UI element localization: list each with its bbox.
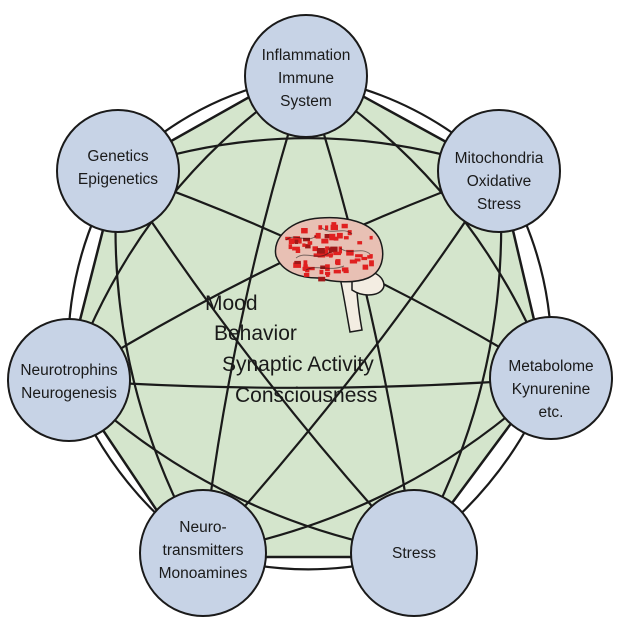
brain-spot: [317, 252, 326, 258]
node-neurotrophins: Neurotrophins Neurogenesis: [7, 318, 131, 442]
brain-spot: [325, 253, 334, 257]
brain-spot: [318, 276, 326, 282]
brain-spot: [336, 232, 343, 239]
brain-spot: [338, 246, 342, 254]
brain-spot: [369, 260, 374, 267]
brain-spot: [330, 246, 338, 253]
brain-icon: [274, 216, 385, 333]
brain-spot: [295, 249, 301, 253]
brain-spot: [354, 258, 361, 262]
brain-spot: [321, 238, 329, 244]
center-label-behavior: Behavior: [214, 322, 297, 345]
node-genetics-line-2: Epigenetics: [78, 171, 158, 188]
brain-spot: [341, 267, 349, 272]
node-mitochondria-line-1: Mitochondria: [455, 150, 544, 167]
node-mitochondria-line-2: Oxidative: [467, 173, 532, 190]
node-mitochondria-line-3: Stress: [477, 196, 521, 213]
node-inflammation-line-3: System: [280, 93, 332, 110]
brain-spot: [357, 241, 363, 245]
brain-spot: [325, 225, 329, 230]
center-label-mood: Mood: [205, 292, 258, 315]
brain-spot: [305, 244, 311, 249]
brain-spot: [324, 234, 331, 239]
node-neurotransmitters-line-1: Neuro-: [179, 519, 226, 536]
brain-spot: [328, 247, 332, 253]
brain-activity-spots: [285, 222, 374, 282]
center-label-synaptic-activity: Synaptic Activity: [222, 353, 374, 376]
node-inflammation-line-1: Inflammation: [262, 47, 351, 64]
brain-spot: [302, 243, 306, 247]
brain-spot: [331, 222, 337, 226]
node-genetics: Genetics Epigenetics: [56, 109, 180, 233]
brain-spot: [312, 246, 318, 252]
brain-spot: [329, 233, 336, 241]
brain-spot: [303, 237, 310, 242]
node-inflammation: Inflammation Immune System: [244, 14, 368, 138]
brain-spot: [320, 265, 327, 269]
brain-spot: [346, 249, 354, 256]
brain-spot: [349, 259, 358, 264]
brain-spot: [293, 236, 300, 243]
center-label-consciousness: Consciousness: [235, 384, 377, 407]
brain-spot: [333, 236, 339, 241]
brain-spot: [313, 253, 320, 257]
brain-spot: [298, 238, 302, 244]
node-neurotrophins-line-2: Neurogenesis: [21, 385, 117, 402]
brain-spot: [292, 239, 296, 244]
brain-spot: [301, 228, 308, 234]
brain-spot: [369, 235, 373, 240]
node-neurotrophins-line-1: Neurotrophins: [20, 362, 118, 379]
brain-spot: [362, 264, 369, 270]
node-inflammation-line-2: Immune: [278, 70, 334, 87]
brain-spot: [319, 269, 324, 275]
node-neurotransmitters: Neuro- transmitters Monoamines: [139, 489, 267, 617]
brain-spot: [318, 225, 323, 230]
brain-spot: [302, 266, 309, 271]
brain-spot: [292, 246, 300, 251]
node-stress: Stress: [350, 489, 478, 617]
node-neurotransmitters-line-3: Monoamines: [159, 565, 248, 582]
brain-spot: [314, 234, 319, 239]
brain-spot: [325, 264, 330, 271]
brain-spot: [307, 241, 313, 245]
node-stress-line-1: Stress: [392, 545, 436, 562]
brain-spot: [325, 246, 330, 251]
brain-spot: [288, 244, 293, 250]
brain-spot: [341, 223, 348, 229]
brain-gyri: [285, 227, 371, 271]
brain-spot: [316, 248, 325, 254]
node-metabolome-line-2: Kynurenine: [512, 381, 590, 398]
node-metabolome-line-1: Metabolome: [508, 358, 593, 375]
brain-spot: [343, 236, 349, 240]
node-metabolome: Metabolome Kynurenine etc.: [489, 316, 613, 440]
brain-spot: [330, 224, 338, 231]
brain-spot: [333, 251, 341, 256]
brain-spot: [293, 262, 301, 268]
brain-spot: [333, 269, 341, 274]
brain-spot: [355, 254, 363, 258]
center-labels: Mood Behavior Synaptic Activity Consciou…: [205, 292, 377, 407]
brain-spot: [303, 273, 310, 277]
node-metabolome-line-3: etc.: [539, 404, 564, 421]
brain-spot: [361, 256, 368, 261]
brain-spot: [326, 271, 330, 277]
node-genetics-line-1: Genetics: [87, 148, 148, 165]
brain-spot: [369, 254, 373, 258]
brain-spot: [294, 239, 299, 244]
node-neurotransmitters-line-2: transmitters: [163, 542, 244, 559]
brain-spot: [303, 260, 308, 266]
brain-spot: [288, 238, 294, 244]
brain-spot: [335, 259, 341, 266]
node-mitochondria: Mitochondria Oxidative Stress: [437, 109, 561, 233]
link-stress-genetics: [117, 170, 415, 554]
brain-spot: [294, 260, 301, 264]
